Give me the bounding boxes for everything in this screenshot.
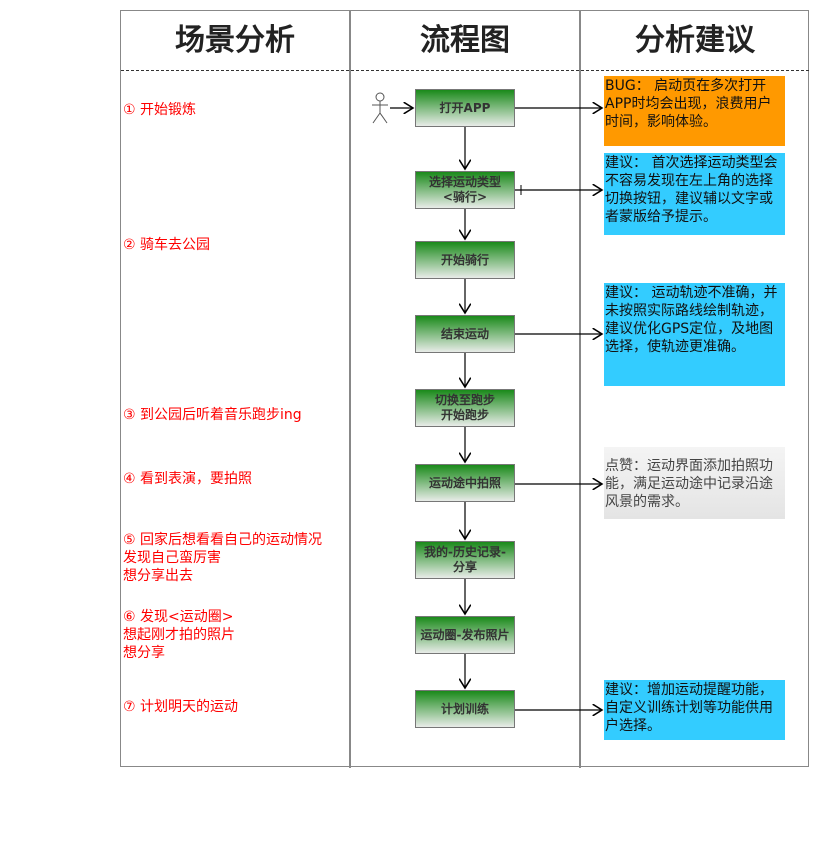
scenario-5: ⑤ 回家后想看看自己的运动情况发现自己蛮厉害想分享出去 bbox=[123, 532, 323, 584]
scenario-1: ① 开始锻炼 bbox=[123, 102, 197, 118]
note-suggestion-type: 建议： 首次选择运动类型会不容易发现在左上角的选择切换按钮，建议辅以文字或者蒙版… bbox=[604, 153, 785, 235]
flow-step-select-type: 选择运动类型<骑行> bbox=[415, 171, 515, 209]
scenario-7: ⑦ 计划明天的运动 bbox=[123, 699, 239, 715]
note-suggestion-track: 建议： 运动轨迹不准确，并未按照实际路线绘制轨迹，建议优化GPS定位，及地图选择… bbox=[604, 283, 785, 386]
scenario-2: ② 骑车去公园 bbox=[123, 237, 211, 253]
header-divider bbox=[121, 70, 809, 71]
header-advice: 分析建议 bbox=[635, 23, 755, 58]
flow-step-circle-post: 运动圈-发布照片 bbox=[415, 616, 515, 654]
scenario-4: ④ 看到表演，要拍照 bbox=[123, 471, 253, 487]
flow-step-open-app: 打开APP bbox=[415, 89, 515, 127]
note-praise: 点赞：运动界面添加拍照功能，满足运动途中记录沿途风景的需求。 bbox=[604, 447, 785, 519]
note-bug: BUG： 启动页在多次打开APP时均会出现，浪费用户时间，影响体验。 bbox=[604, 76, 785, 146]
scenario-3: ③ 到公园后听着音乐跑步ing bbox=[123, 407, 302, 423]
column-divider bbox=[349, 10, 351, 768]
flow-step-start-cycling: 开始骑行 bbox=[415, 241, 515, 279]
scenario-6: ⑥ 发现<运动圈>想起刚才拍的照片想分享 bbox=[123, 609, 235, 661]
table-frame bbox=[120, 10, 809, 767]
header-scenario: 场景分析 bbox=[175, 23, 295, 58]
flow-step-history-share: 我的-历史记录-分享 bbox=[415, 541, 515, 579]
header-flow: 流程图 bbox=[420, 23, 510, 58]
flow-step-plan-training: 计划训练 bbox=[415, 690, 515, 728]
flow-step-switch-running: 切换至跑步开始跑步 bbox=[415, 389, 515, 427]
person-icon bbox=[372, 92, 388, 124]
flow-step-end-workout: 结束运动 bbox=[415, 315, 515, 353]
column-divider bbox=[579, 10, 581, 768]
note-suggestion-reminder: 建议：增加运动提醒功能，自定义训练计划等功能供用户选择。 bbox=[604, 680, 785, 740]
flow-step-photo: 运动途中拍照 bbox=[415, 464, 515, 502]
